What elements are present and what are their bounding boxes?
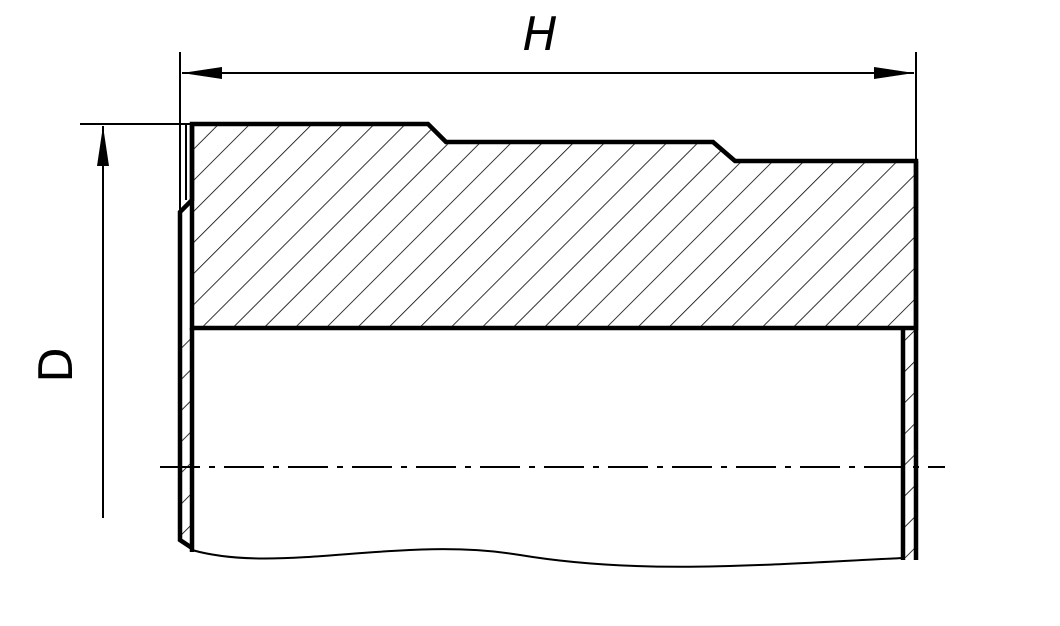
left-wall-hatched: [180, 328, 192, 548]
right-wall-hatched: [903, 328, 916, 558]
hatched-section: [189, 121, 919, 331]
break-line: [191, 548, 904, 568]
dimension-label-d: D: [29, 347, 83, 382]
dimension-label-h: H: [523, 7, 558, 61]
